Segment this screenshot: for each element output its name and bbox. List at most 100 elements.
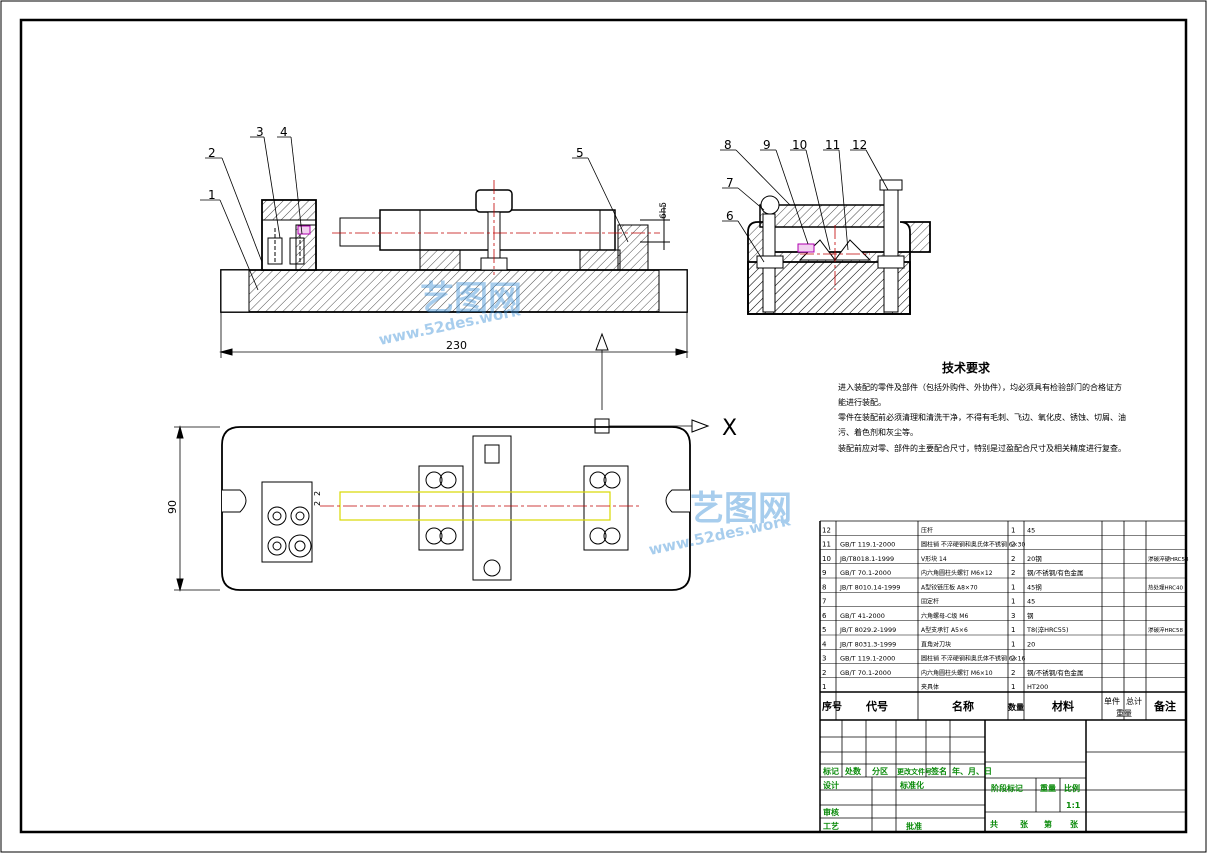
tb-approve: 批准	[906, 821, 922, 831]
side-view	[747, 179, 931, 315]
tb-docno: 更改文件号	[897, 767, 932, 776]
balloon-6: 6	[726, 209, 734, 223]
bom-h-name: 名称	[952, 699, 974, 713]
base-plate-outline	[221, 426, 691, 591]
bom-cell-code: GB/T 119.1-2000	[840, 655, 895, 663]
hinge-plate	[759, 204, 891, 228]
bom-cell-mat: T8(淬HRC55)	[1026, 625, 1069, 634]
bom-cell-name: 圆柱销 不淬硬钢和奥氏体不锈钢 6×16	[921, 655, 1025, 663]
bom-cell-name: 内六角圆柱头螺钉 M6×10	[921, 669, 993, 677]
tech-title: 技术要求	[942, 360, 991, 375]
bom-cell-no: 6	[822, 612, 827, 620]
tb-count: 处数	[844, 766, 862, 776]
side-leaders	[720, 149, 889, 263]
bom-cell-name: 内六角圆柱头螺钉 M6×12	[921, 569, 993, 577]
bom-h-unit: 单件	[1104, 696, 1120, 706]
bom-cell-no: 3	[822, 655, 826, 663]
bom-cell-code: GB/T 70.1-2000	[840, 569, 891, 577]
bom-cell-qty: 2	[1011, 541, 1015, 549]
tech-line-3: 零件在装配前必须清理和清洗干净，不得有毛刺、飞边、氧化皮、锈蚀、切屑、油	[838, 412, 1126, 422]
tech-line-1: 进入装配的零件及部件（包括外购件、外协件），均必须具有检验部门的合格证方	[838, 382, 1122, 392]
top-view	[174, 332, 710, 592]
dim-tolerance: 6h5	[659, 202, 669, 219]
balloon-4: 4	[280, 125, 288, 139]
bom-cell-no: 8	[822, 583, 826, 591]
balloon-3: 3	[256, 125, 264, 139]
watermark-name-1: 艺图网	[420, 279, 522, 319]
tb-date: 年、月、日	[952, 766, 992, 776]
bom-cell-no: 5	[822, 626, 826, 634]
dim-gap-a: 2	[313, 491, 322, 496]
bom-h-total: 总计	[1126, 696, 1142, 706]
bom-cell-mat: 钢/不锈钢/有色金属	[1027, 668, 1083, 677]
bom-cell-no: 4	[822, 640, 827, 648]
view-mark-x: X	[722, 416, 737, 441]
bom-h-mat: 材料	[1052, 699, 1074, 713]
bom-cell-no: 2	[822, 669, 826, 677]
tb-scale-val: 1:1	[1066, 801, 1081, 810]
dim-gap-b: 2	[313, 501, 322, 506]
balloon-11: 11	[825, 138, 840, 152]
bom-cell-note: 渗碳淬硬HRC58	[1148, 555, 1189, 563]
bom-cell-name: 圆柱销 不淬硬钢和奥氏体不锈钢 6×30	[921, 541, 1025, 549]
bom-cell-no: 10	[822, 555, 831, 563]
tech-line-4: 污、着色剂和灰尘等。	[838, 427, 918, 437]
balloon-1: 1	[208, 188, 216, 202]
bom-cell-qty: 2	[1011, 555, 1015, 563]
bom-cell-no: 1	[822, 683, 826, 691]
support-pin	[617, 224, 649, 271]
tb-process: 工艺	[823, 821, 839, 831]
front-leaders	[200, 136, 629, 291]
dim-height-90: 90	[166, 500, 179, 514]
bom-cell-code: GB/T 70.1-2000	[840, 669, 891, 677]
bom-cell-mat: 20	[1027, 640, 1035, 648]
bom-cell-mat: HT200	[1027, 683, 1048, 691]
tb-review: 审核	[823, 807, 839, 817]
bom-cell-mat: 20钢	[1027, 555, 1042, 563]
tb-design: 设计	[823, 780, 839, 790]
balloon-7: 7	[726, 176, 734, 190]
bom-cell-qty: 1	[1011, 626, 1015, 634]
bom-cell-name: 固定杆	[921, 598, 939, 606]
bom-cell-mat: 45	[1027, 526, 1035, 534]
balloon-5: 5	[576, 146, 584, 160]
bom-cell-mat: 45	[1027, 598, 1035, 606]
balloon-8: 8	[724, 138, 732, 152]
bom-cell-qty: 1	[1011, 640, 1015, 648]
bom-cell-note: 热处理HRC40	[1148, 583, 1184, 591]
bom-cell-qty: 1	[1011, 583, 1015, 591]
bom-cell-code: GB/T 119.1-2000	[840, 541, 895, 549]
bom-cell-name: A型支承钉 A5×6	[921, 626, 968, 634]
bom-cell-no: 9	[822, 569, 826, 577]
bom-cell-code: JB/T 8031.3-1999	[839, 640, 896, 648]
bom-cell-qty: 3	[1011, 612, 1015, 620]
bom-h-qty: 数量	[1008, 702, 1024, 712]
title-block	[820, 720, 1186, 832]
bom-cell-no: 11	[822, 541, 831, 549]
bom-cell-note: 渗碳淬HRC58	[1148, 626, 1184, 634]
bom-cell-no: 7	[822, 598, 826, 606]
bom-cell-qty: 2	[1011, 569, 1015, 577]
bom-cell-name: 直角对刀块	[921, 640, 951, 648]
bom-cell-mat: 钢/不锈钢/有色金属	[1027, 568, 1083, 577]
bom-cell-qty: 2	[1011, 655, 1015, 663]
balloon-12: 12	[852, 138, 867, 152]
dim-width-230: 230	[446, 339, 467, 352]
tech-line-5: 装配前应对零、部件的主要配合尺寸，特别是过盈配合尺寸及相关精度进行复查。	[838, 443, 1126, 453]
bom-cell-code: GB/T 41-2000	[840, 612, 885, 620]
bom-cell-code: JB/T 8010.14-1999	[839, 583, 900, 591]
tb-sign: 签名	[930, 766, 947, 776]
tech-line-2: 能进行装配。	[838, 397, 886, 407]
bom-cell-qty: 1	[1011, 598, 1015, 606]
tb-sheets: 共	[990, 819, 998, 829]
bom-cell-no: 12	[822, 526, 831, 534]
balloon-10: 10	[792, 138, 807, 152]
bom-h-note: 备注	[1153, 699, 1176, 713]
bom-cell-mat: 45钢	[1027, 583, 1042, 591]
bom-cell-code: JB/T 8029.2-1999	[839, 626, 896, 634]
bom-cell-qty: 1	[1011, 683, 1015, 691]
balloon-2: 2	[208, 146, 216, 160]
front-view	[219, 180, 689, 358]
